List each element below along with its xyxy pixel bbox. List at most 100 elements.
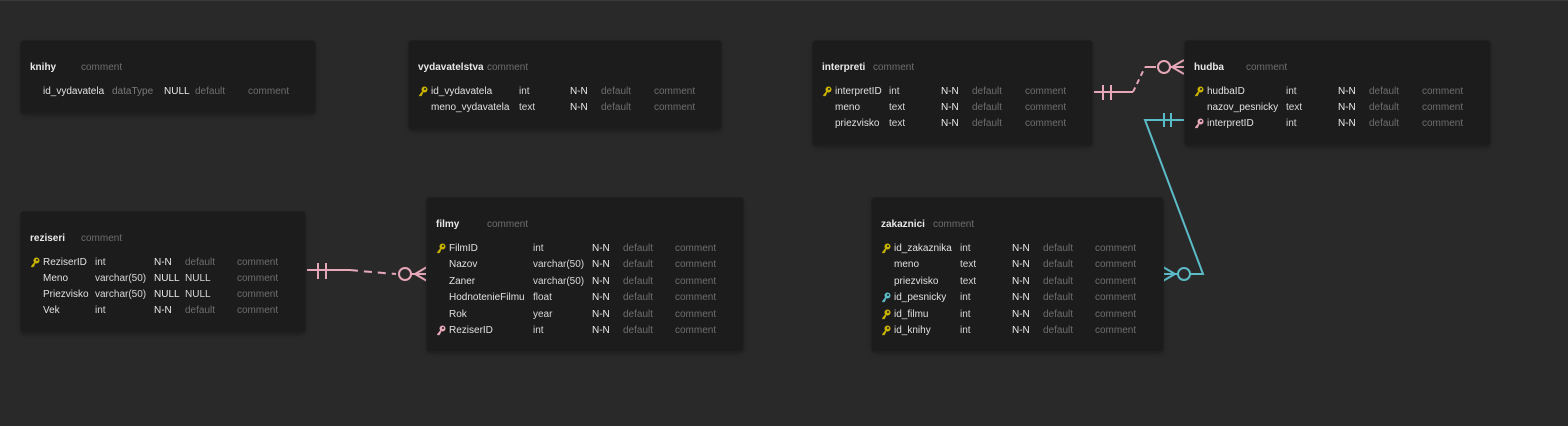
column-name[interactable]: id_zakaznika [894,243,952,254]
column-comment[interactable]: comment [1095,276,1137,287]
column-default[interactable]: default [1043,243,1074,254]
column-row[interactable]: ReziserID int N-N default comment [21,257,305,273]
column-row[interactable]: Vek int N-N default comment [21,305,305,321]
column-name[interactable]: meno_vydavatela [431,102,510,113]
column-type[interactable]: varchar(50) [95,289,147,300]
column-row[interactable]: meno text N-N default comment [813,102,1092,118]
column-type[interactable]: int [960,309,971,320]
table-interpreti[interactable]: interpreti comment interpretID int N-N d… [813,41,1092,145]
column-name[interactable]: priezvisko [894,276,939,287]
column-null[interactable]: N-N [941,118,959,129]
column-null[interactable]: N-N [570,102,588,113]
column-null[interactable]: NULL [154,273,180,284]
column-null[interactable]: N-N [1012,276,1030,287]
column-type[interactable]: int [960,325,971,336]
column-default[interactable]: default [1043,309,1074,320]
column-null[interactable]: N-N [941,86,959,97]
column-default[interactable]: default [1369,86,1400,97]
table-hudba[interactable]: hudba comment hudbaID int N-N default co… [1185,41,1490,145]
column-name[interactable]: id_vydavatela [431,86,493,97]
column-row[interactable]: id_knihy int N-N default comment [872,325,1163,341]
column-type[interactable]: varchar(50) [533,259,585,270]
column-null[interactable]: N-N [592,325,610,336]
column-name[interactable]: Nazov [449,259,478,270]
column-default[interactable]: default [623,243,654,254]
column-default[interactable]: default [1369,102,1400,113]
column-default[interactable]: default [623,309,654,320]
column-default[interactable]: default [185,305,216,316]
column-row[interactable]: priezvisko text N-N default comment [813,118,1092,134]
column-null[interactable]: N-N [592,276,610,287]
column-comment[interactable]: comment [237,305,279,316]
column-type[interactable]: varchar(50) [533,276,585,287]
column-comment[interactable]: comment [1095,292,1137,303]
column-default[interactable]: default [623,292,654,303]
column-default[interactable]: default [623,325,654,336]
table-name[interactable]: hudba [1194,62,1224,73]
column-type[interactable]: int [95,257,106,268]
column-type[interactable]: int [519,86,530,97]
column-name[interactable]: Vek [43,305,60,316]
column-name[interactable]: interpretID [1207,118,1254,129]
column-default[interactable]: default [623,259,654,270]
column-comment[interactable]: comment [654,86,696,97]
column-row[interactable]: meno text N-N default comment [872,259,1163,275]
column-row[interactable]: id_pesnicky int N-N default comment [872,292,1163,308]
column-name[interactable]: HodnotenieFilmu [449,292,525,303]
column-row[interactable]: interpretID int N-N default comment [813,86,1092,102]
column-null[interactable]: N-N [592,309,610,320]
column-row[interactable]: Meno varchar(50) NULL NULL comment [21,273,305,289]
column-null[interactable]: N-N [1338,118,1356,129]
column-comment[interactable]: comment [675,276,717,287]
table-knihy[interactable]: knihy comment id_vydavatela dataType NUL… [21,41,315,113]
column-null[interactable]: N-N [154,257,172,268]
table-name[interactable]: zakaznici [881,219,925,230]
column-type[interactable]: year [533,309,553,320]
column-type[interactable]: varchar(50) [95,273,147,284]
column-type[interactable]: text [889,102,906,113]
column-type[interactable]: text [960,259,977,270]
column-row[interactable]: ReziserID int N-N default comment [427,325,743,341]
relation-interpreti-hudba[interactable] [1094,59,1185,100]
column-name[interactable]: id_knihy [894,325,931,336]
table-filmy[interactable]: filmy comment FilmID int N-N default com… [427,198,743,351]
column-default[interactable]: default [1043,292,1074,303]
column-default[interactable]: default [1369,118,1400,129]
column-type[interactable]: int [533,243,544,254]
column-type[interactable]: int [533,325,544,336]
column-row[interactable]: HodnotenieFilmu float N-N default commen… [427,292,743,308]
relation-hudba-zakaznici[interactable] [1143,113,1205,282]
column-comment[interactable]: comment [1025,102,1067,113]
table-comment[interactable]: comment [487,62,529,73]
column-null[interactable]: N-N [592,292,610,303]
column-null[interactable]: N-N [592,243,610,254]
column-null[interactable]: N-N [1012,259,1030,270]
table-comment[interactable]: comment [81,62,123,73]
column-comment[interactable]: comment [654,102,696,113]
column-name[interactable]: id_pesnicky [894,292,947,303]
column-default[interactable]: default [1043,325,1074,336]
column-row[interactable]: hudbaID int N-N default comment [1185,86,1490,102]
column-default[interactable]: default [185,257,216,268]
column-name[interactable]: id_filmu [894,309,929,320]
column-type[interactable]: int [960,292,971,303]
column-type[interactable]: int [889,86,900,97]
column-row[interactable]: Priezvisko varchar(50) NULL NULL comment [21,289,305,305]
table-name[interactable]: interpreti [822,62,866,73]
column-type[interactable]: int [95,305,106,316]
column-row[interactable]: id_zakaznika int N-N default comment [872,243,1163,259]
column-name[interactable]: FilmID [449,243,478,254]
column-comment[interactable]: comment [1422,102,1464,113]
column-name[interactable]: nazov_pesnicky [1207,102,1279,113]
column-comment[interactable]: comment [1095,325,1137,336]
column-type[interactable]: dataType [112,86,154,97]
column-name[interactable]: meno [835,102,861,113]
column-null[interactable]: N-N [941,102,959,113]
column-comment[interactable]: comment [675,309,717,320]
column-row[interactable]: Zaner varchar(50) N-N default comment [427,276,743,292]
column-default[interactable]: default [972,86,1003,97]
column-row[interactable]: nazov_pesnicky text N-N default comment [1185,102,1490,118]
table-comment[interactable]: comment [873,62,915,73]
column-comment[interactable]: comment [248,86,290,97]
table-comment[interactable]: comment [487,219,529,230]
